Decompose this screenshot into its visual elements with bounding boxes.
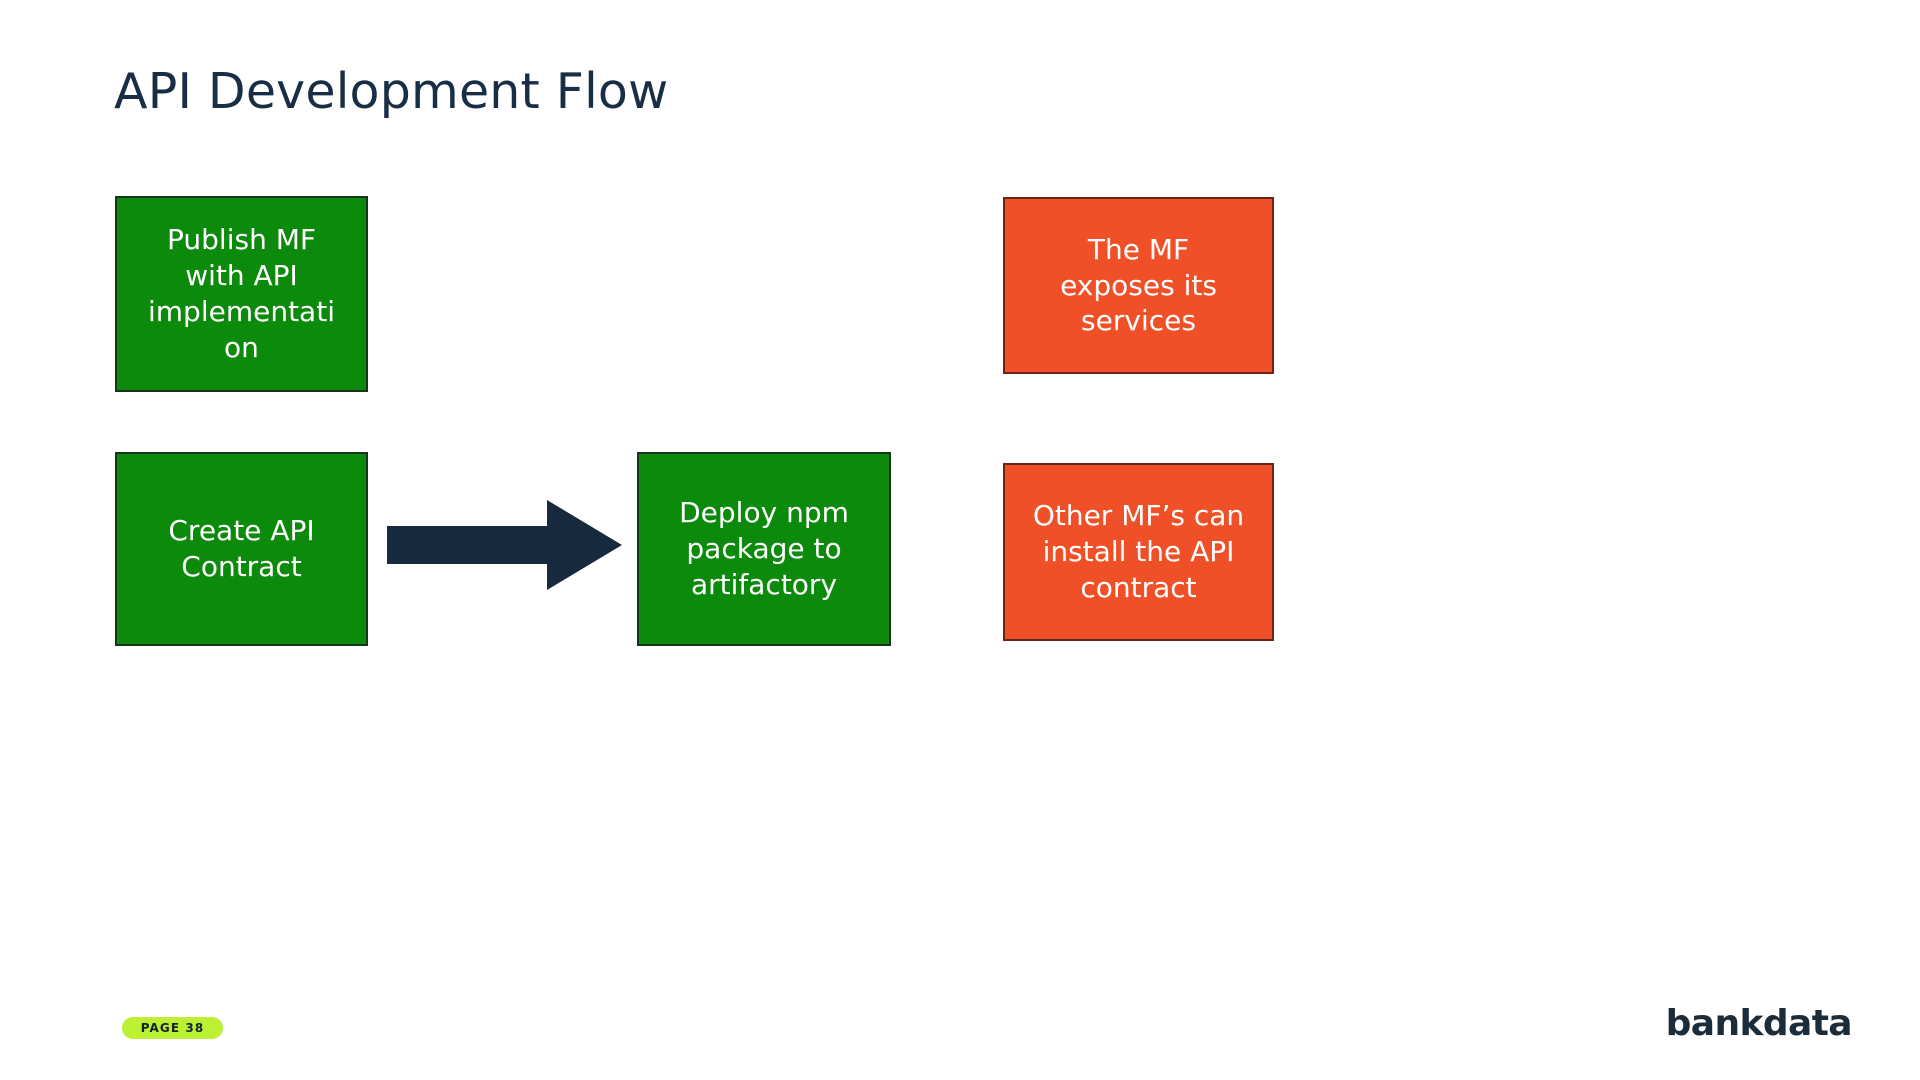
flow-node-publish-mf[interactable]: Publish MF with API implementati on — [115, 196, 368, 392]
flow-node-deploy-npm[interactable]: Deploy npm package to artifactory — [637, 452, 891, 646]
flow-node-label: The MF exposes its services — [1060, 232, 1217, 338]
bankdata-logo: bankdata — [1665, 1003, 1853, 1044]
flow-node-label: Create API Contract — [168, 514, 315, 583]
page-title: API Development Flow — [114, 62, 669, 120]
flow-node-other-mf[interactable]: Other MF’s can install the API contract — [1003, 463, 1274, 641]
page-number-badge: PAGE 38 — [122, 1017, 223, 1039]
right-arrow-icon — [387, 500, 622, 590]
page-number-label: PAGE 38 — [140, 1021, 205, 1035]
flow-node-mf-exposes[interactable]: The MF exposes its services — [1003, 197, 1274, 374]
flow-node-label: Other MF’s can install the API contract — [1032, 499, 1245, 604]
flow-node-create-contract[interactable]: Create API Contract — [115, 452, 368, 646]
flow-node-label: Publish MF with API implementati on — [148, 223, 335, 364]
flow-node-label: Deploy npm package to artifactory — [679, 496, 849, 601]
